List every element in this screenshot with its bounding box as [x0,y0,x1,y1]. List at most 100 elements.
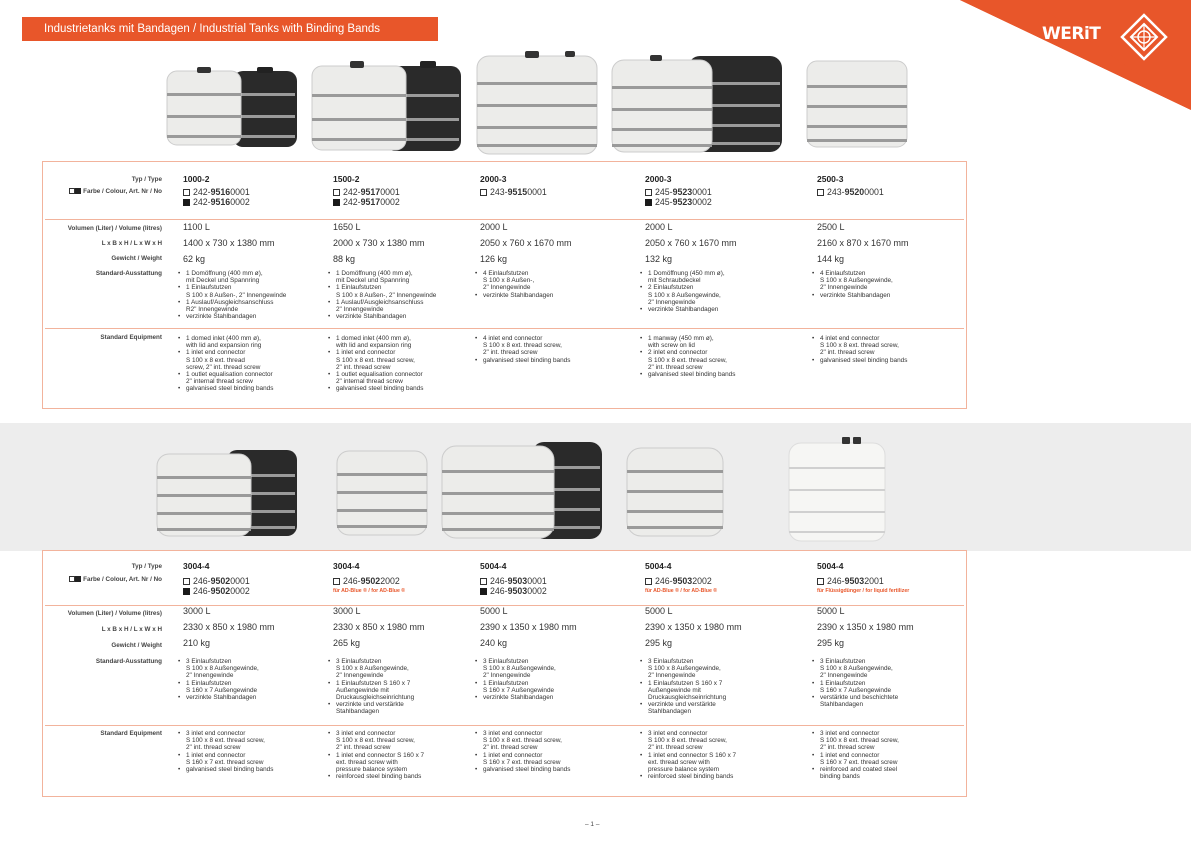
list-item: Stahlbandagen [820,701,863,709]
page-number: – 1 – [585,821,600,828]
list-item: 1 domed inlet (400 mm ø), [326,335,466,342]
weight-value: 240 kg [480,638,508,648]
list-item: Druckausgleichseinrichtung [648,694,727,702]
white-square-icon [645,577,652,585]
tank-image-2500-3 [806,60,908,148]
list-item: 2" int. thread screw [336,363,391,371]
list-item: 3 Einlaufstutzen [810,658,950,665]
list-item: S 160 x 7 ext. thread screw [186,758,264,766]
brand-logo-text: WERiT [1042,24,1101,44]
list-item: 2" int. thread screw [648,744,703,752]
list-item: S 100 x 8 Außengewinde, [648,665,721,673]
list-item: S 160 x 7 ext. thread screw [820,758,898,766]
dimensions-value: 2160 x 870 x 1670 mm [817,238,909,248]
article-number: 245-95230002 [645,197,712,207]
list-item: 1 Auslauf/Ausgleichsanschluss [176,299,316,306]
label-lbh: L x B x H / L x W x H [101,240,162,247]
list-item: 3 inlet end connector [473,730,613,737]
dimensions-value: 2390 x 1350 x 1980 mm [817,622,914,632]
list-item: galvanised steel binding bands [176,385,316,392]
list-item: reinforced steel binding bands [638,773,778,780]
article-number-bold: 9503 [507,576,528,586]
list-item: S 100 x 8 Außengewinde, [483,665,556,673]
werit-diamond-icon [1120,13,1168,61]
list-item: 2" Innengewinde [483,284,531,292]
volume-value: 5000 L [480,606,508,616]
weight-value: 265 kg [333,638,361,648]
weight-value: 295 kg [817,638,845,648]
weight-value: 295 kg [645,638,673,648]
article-number-bold: 9520 [844,187,865,197]
list-item: 2" Innengewinde [336,306,384,314]
article-number-bold: 9517 [360,197,381,207]
weight-value: 126 kg [480,254,508,264]
list-item: verzinkte Stahlbandagen [176,694,316,701]
list-item: 1 Einlaufstutzen [473,680,613,687]
list-item: galvanised steel binding bands [473,766,613,773]
label-typ: Typ / Type [131,176,162,183]
list-item: S 160 x 7 ext. thread screw [483,758,561,766]
article-number-bold: 9523 [672,197,693,207]
list-item: 4 Einlaufstutzen [473,270,613,277]
volume-value: 5000 L [817,606,845,616]
list-item: S 100 x 8 Außen-, 2" Innengewinde [336,291,437,299]
list-item: S 100 x 8 ext. thread screw, [648,737,727,745]
list-item: 1 inlet end connector S 160 x 7 [638,752,778,759]
list-item: 1 Einlaufstutzen S 160 x 7 [326,680,466,687]
list-item: S 100 x 8 ext. thread screw, [336,737,415,745]
list-item: pressure balance system [648,766,720,774]
list-item: 2" int. thread screw [820,349,875,357]
list-item: S 100 x 8 ext. thread screw, [648,356,727,364]
list-item: 2" Innengewinde [820,284,868,292]
article-number: 246-95022002 [333,576,400,586]
list-item: verzinkte Stahlbandagen [473,292,613,299]
standard-equipment-list: 1 domed inlet (400 mm ø),with lid and ex… [176,335,316,393]
list-item: verzinkte und verstärkte [638,701,778,708]
volume-value: 3000 L [333,606,361,616]
list-item: 1 Domöffnung (400 mm ø), [326,270,466,277]
list-item: 2" int. thread screw [483,349,538,357]
list-item: verstärkte und beschichtete [810,694,950,701]
label-gewicht-2: Gewicht / Weight [111,642,162,649]
article-number: 242-95170002 [333,197,400,207]
list-item: 2" internal thread screw [336,378,403,386]
list-item: S 100 x 8 ext. thread screw, [186,737,265,745]
weight-value: 62 kg [183,254,206,264]
article-number-bold: 9502 [210,576,231,586]
list-item: 3 inlet end connector [638,730,778,737]
article-number: 242-95170001 [333,187,400,197]
dimensions-value: 2390 x 1350 x 1980 mm [480,622,577,632]
white-square-icon [333,188,340,196]
volume-value: 5000 L [645,606,673,616]
list-item: mit Schraubdeckel [648,277,701,285]
product-type: 1000-2 [183,174,210,184]
list-item: galvanised steel binding bands [176,766,316,773]
list-item: 2" int. thread screw [648,363,703,371]
spec-table-section-1 [42,161,967,409]
volume-value: 1650 L [333,222,361,232]
list-item: 1 manway (450 mm ø), [638,335,778,342]
list-item: 1 inlet end connector [326,349,466,356]
label-farbe-2: Farbe / Colour, Art. Nr / No [42,576,162,583]
list-item: reinforced steel binding bands [326,773,466,780]
label-lbh-2: L x B x H / L x W x H [101,626,162,633]
list-item: galvanised steel binding bands [473,357,613,364]
standard-equipment-list: 1 domed inlet (400 mm ø),with lid and ex… [326,335,466,393]
article-number: 246-95032002 [645,576,712,586]
list-item: verzinkte Stahlbandagen [473,694,613,701]
list-item: Außengewinde mit [648,686,701,694]
dimensions-value: 2330 x 850 x 1980 mm [333,622,425,632]
list-item: S 160 x 7 Außengewinde [820,686,892,694]
white-square-icon [183,577,190,585]
list-item: S 100 x 8 Außengewinde, [820,665,893,673]
usage-note: für Flüssigdünger / for liquid fertilize… [817,588,910,594]
list-item: 3 Einlaufstutzen [638,658,778,665]
tank-image-3004-4-adblue [336,450,428,536]
